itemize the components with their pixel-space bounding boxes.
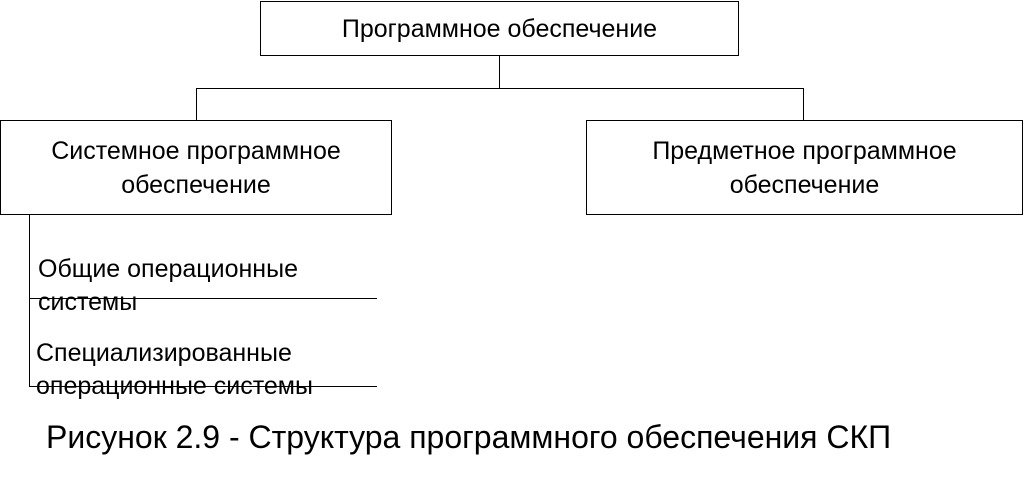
- node-subject-software: Предметное программное обеспечение: [586, 120, 1023, 215]
- sublist-item-general-os: Общие операционные системы: [38, 220, 378, 319]
- connector-horizontal: [196, 88, 804, 89]
- connector-root-down: [499, 56, 500, 89]
- sublist-divider-1: [29, 298, 377, 299]
- node-system-software-label: Системное программное обеспечение: [51, 136, 341, 199]
- connector-right-down: [803, 88, 804, 121]
- sublist-item-specialized-os: Специализированные операционные системы: [36, 304, 376, 403]
- sublist-item-specialized-os-label: Специализированные операционные системы: [36, 339, 313, 400]
- root-node-label: Программное обеспечение: [341, 14, 658, 43]
- sublist-item-general-os-label: Общие операционные системы: [38, 255, 298, 316]
- figure-caption: Рисунок 2.9 - Структура программного обе…: [46, 419, 892, 455]
- sublist-vertical-line: [29, 214, 30, 387]
- root-node-software: Программное обеспечение: [260, 1, 739, 56]
- node-subject-software-label: Предметное программное обеспечение: [652, 136, 957, 199]
- sublist-divider-2: [29, 386, 377, 387]
- connector-left-down: [196, 88, 197, 121]
- node-system-software: Системное программное обеспечение: [0, 120, 392, 215]
